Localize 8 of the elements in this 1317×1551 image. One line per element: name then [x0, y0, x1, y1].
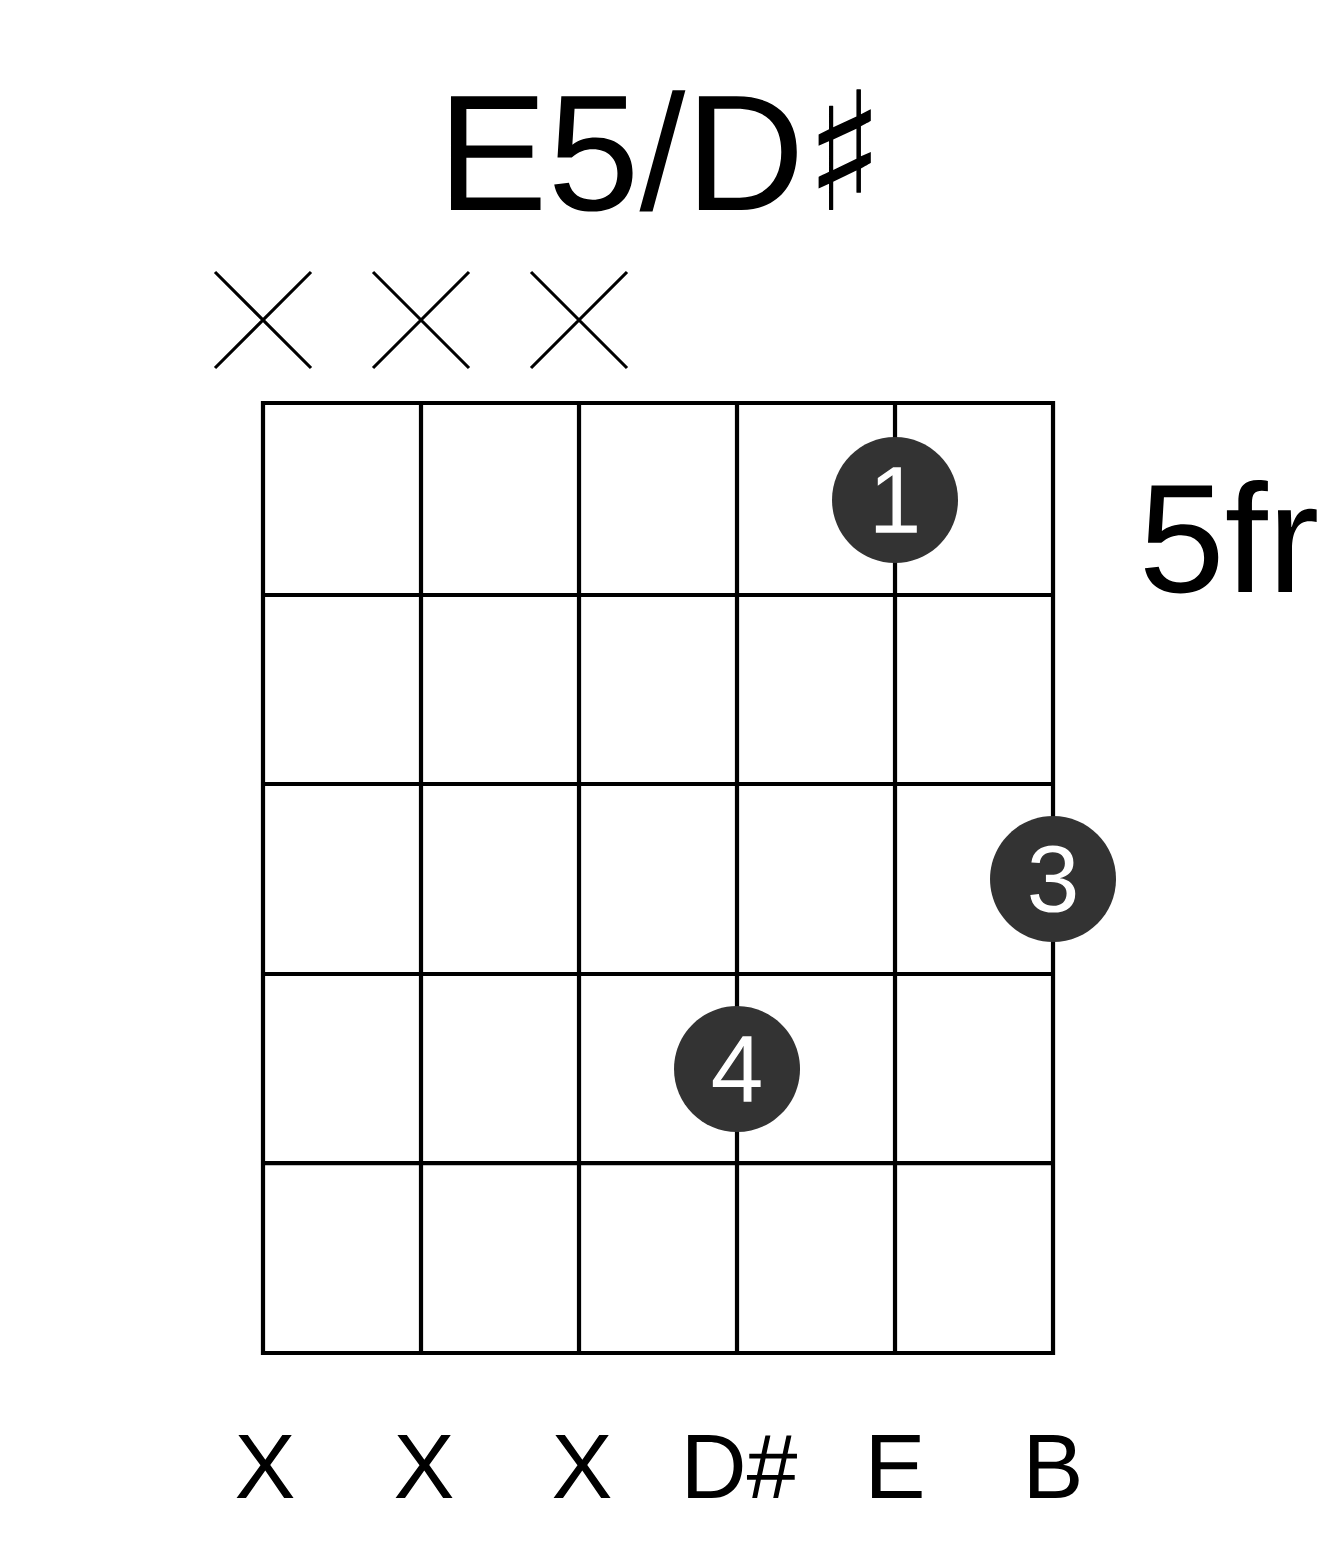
string-note: D#	[688, 1435, 797, 1498]
string-note: E	[872, 1435, 922, 1498]
chord-title: E5/D♯	[451, 89, 871, 212]
fret-number: 5fr	[1144, 480, 1317, 594]
string-note: X	[236, 1435, 294, 1498]
string-note: X	[553, 1435, 611, 1498]
string-note: B	[1030, 1435, 1079, 1498]
string-note: X	[395, 1435, 453, 1498]
